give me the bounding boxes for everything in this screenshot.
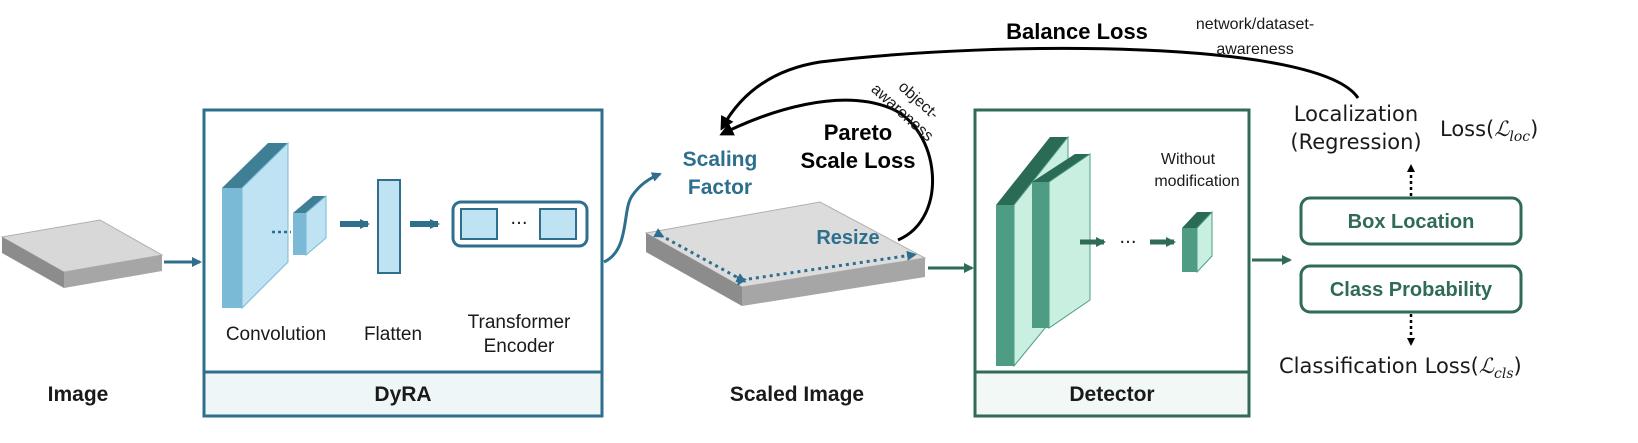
flatten-block	[377, 179, 401, 274]
flatten-label: Flatten	[364, 324, 422, 345]
cls-loss-prefix: Classification Loss(	[1279, 354, 1479, 378]
loc-loss-prefix: Loss(	[1440, 117, 1494, 141]
network-awareness-line1: network/dataset-	[1196, 16, 1314, 33]
loc-loss-symbol: ℒ	[1494, 117, 1510, 141]
loc-loss-expression: Loss(ℒloc)	[1440, 117, 1538, 145]
detector-title-bar	[973, 370, 1251, 418]
pareto-loss-curve	[719, 98, 935, 242]
detector-title: Detector	[1069, 383, 1154, 406]
scaling-factor-line1: Scaling	[683, 148, 758, 171]
transformer-label-line2: Encoder	[484, 336, 555, 357]
cls-loss-close: )	[1514, 354, 1522, 378]
cls-loss-expression: Classification Loss(ℒcls)	[1279, 354, 1522, 382]
scaled-image-label: Scaled Image	[730, 383, 864, 406]
detector-ellipsis: ···	[1119, 232, 1136, 253]
loc-loss-close: )	[1530, 117, 1538, 141]
convolution-label: Convolution	[226, 324, 326, 345]
transformer-ellipsis: ···	[510, 213, 527, 234]
arrow-dyra-to-scaling-factor	[603, 172, 662, 264]
balance-loss-curve	[720, 46, 1360, 131]
dyra-title-bar	[202, 370, 604, 418]
dyra-title: DyRA	[374, 383, 431, 406]
input-image-label: Image	[48, 383, 109, 406]
transformer-encoder-block	[451, 200, 589, 248]
without-modification-line2: modification	[1154, 173, 1239, 190]
pareto-label-line2: Scale Loss	[801, 148, 916, 173]
balance-loss-label: Balance Loss	[1006, 19, 1148, 44]
class-probability-label: Class Probability	[1330, 279, 1493, 301]
box-location-label: Box Location	[1348, 211, 1475, 233]
localization-line1: Localization	[1294, 102, 1418, 126]
scaling-factor-line2: Factor	[688, 176, 752, 199]
class-probability-head	[1299, 264, 1523, 314]
cls-loss-symbol: ℒ	[1479, 354, 1495, 378]
input-image-slab	[0, 219, 164, 288]
without-modification-line1: Without	[1161, 151, 1216, 168]
transformer-label-line1: Transformer	[468, 312, 571, 333]
loc-loss-sub: loc	[1509, 129, 1530, 145]
network-awareness-line2: awareness	[1216, 41, 1293, 58]
pareto-label-line1: Pareto	[824, 120, 892, 145]
localization-line2: (Regression)	[1290, 130, 1421, 154]
cls-loss-sub: cls	[1494, 366, 1514, 382]
scaled-image-slab	[644, 201, 927, 306]
resize-label: Resize	[816, 227, 879, 249]
detector-backbone-layers	[996, 135, 1213, 368]
convolution-block	[222, 141, 327, 310]
box-location-head	[1299, 196, 1523, 246]
